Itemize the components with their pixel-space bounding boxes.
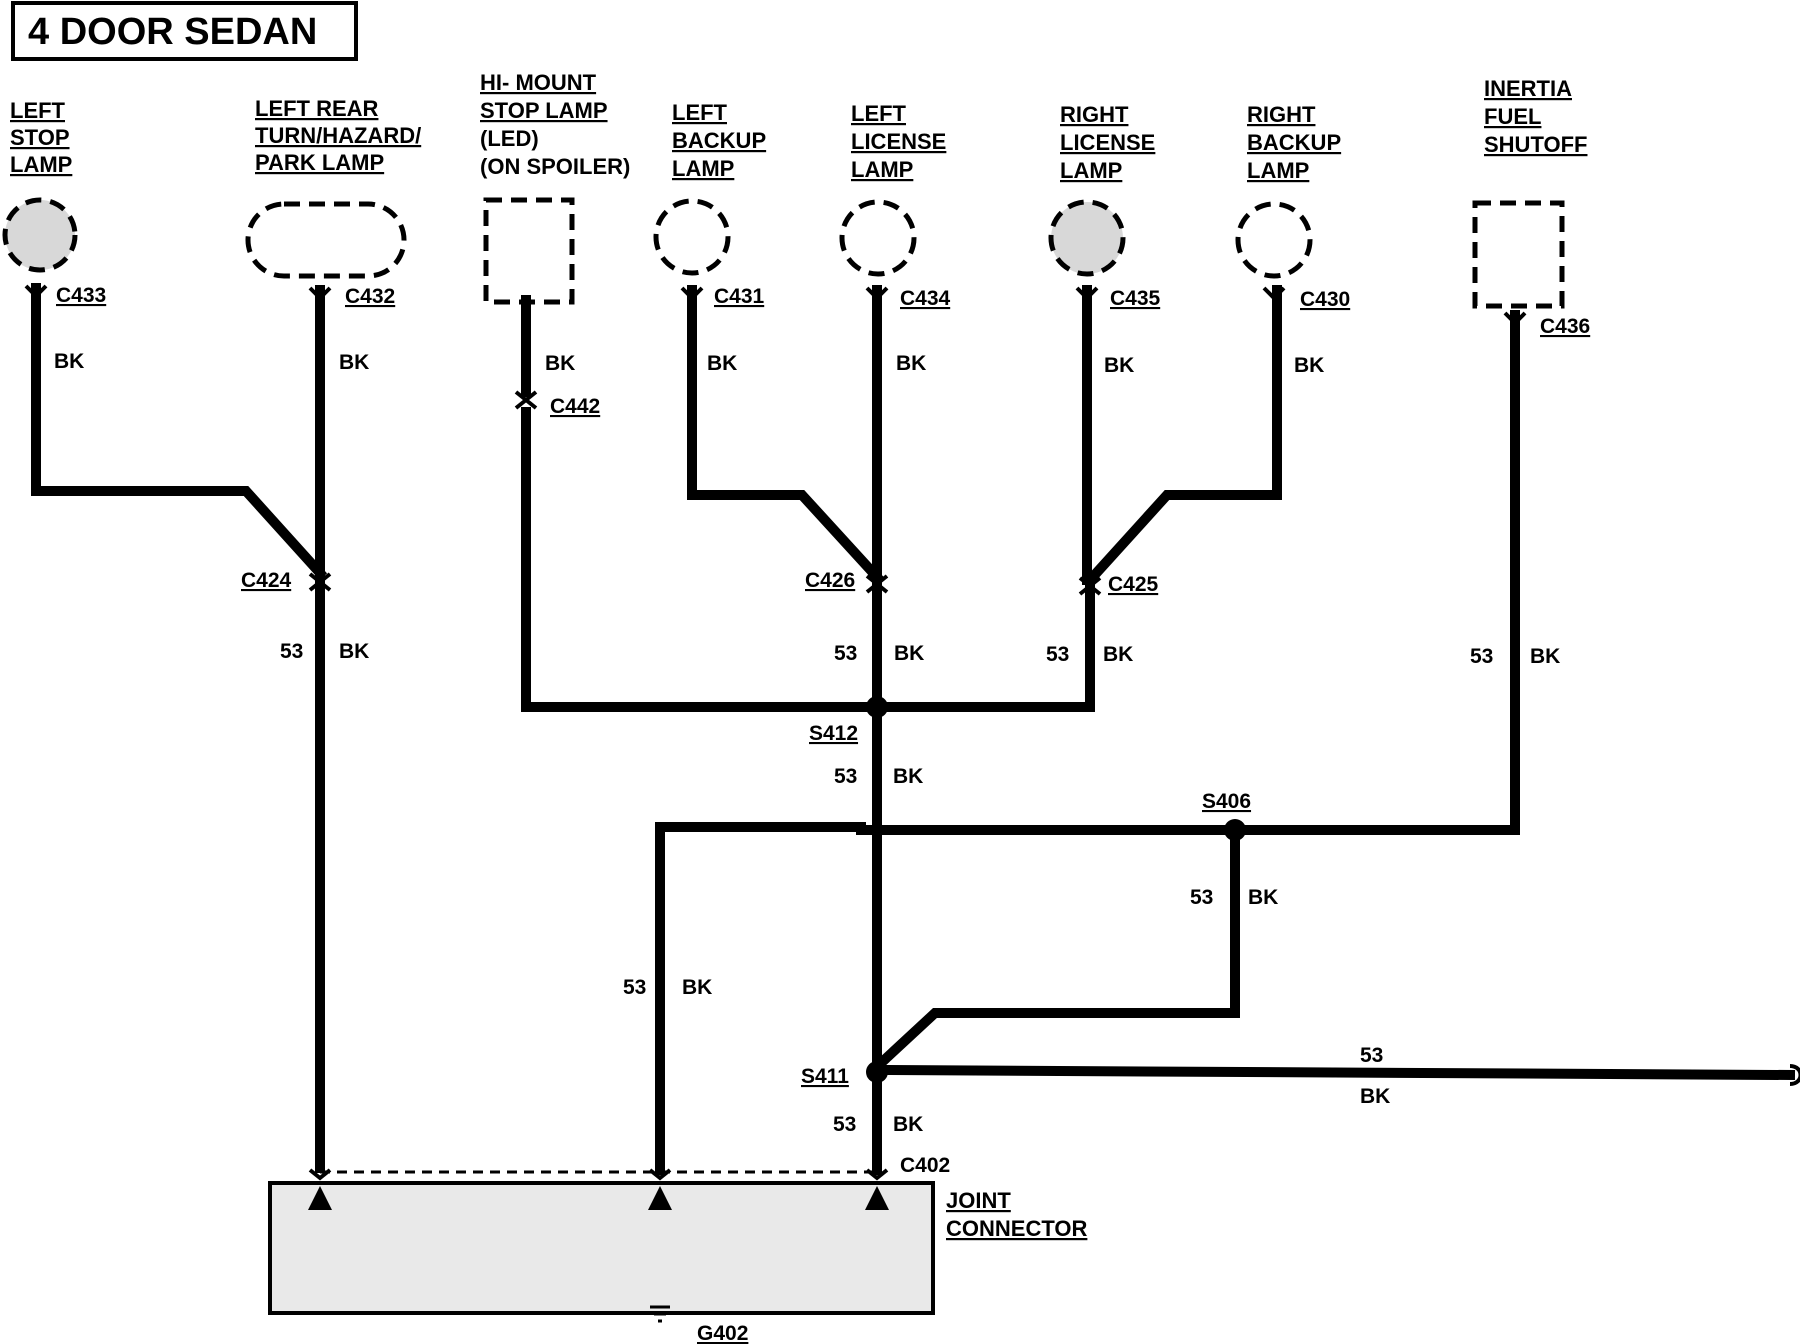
- connector-c402: C402: [900, 1154, 950, 1177]
- svg-text:BK: BK: [682, 976, 712, 999]
- right-backup-lamp-symbol: [1235, 201, 1313, 279]
- wire-break-mark: [1789, 1064, 1800, 1086]
- connector-c430: C430: [1300, 288, 1350, 311]
- svg-text:LAMP: LAMP: [1247, 158, 1309, 183]
- circuit-number-labels: 53 53 53 53 53 53 53 53 53: [280, 640, 1493, 1136]
- svg-text:LAMP: LAMP: [672, 156, 734, 181]
- ground-g402-label: G402: [697, 1322, 748, 1344]
- left-backup-lamp-label: LEFT BACKUP LAMP: [672, 100, 766, 181]
- splice-s411: [866, 1061, 888, 1083]
- ground-symbol: [650, 1305, 670, 1323]
- inertia-fuel-shutoff-symbol: [1472, 200, 1565, 309]
- svg-text:LAMP: LAMP: [10, 152, 72, 177]
- svg-text:FUEL: FUEL: [1484, 104, 1541, 129]
- svg-text:LICENSE: LICENSE: [851, 129, 946, 154]
- svg-text:LEFT REAR: LEFT REAR: [255, 96, 379, 121]
- svg-text:LEFT: LEFT: [672, 100, 728, 125]
- svg-text:TURN/HAZARD/: TURN/HAZARD/: [255, 123, 421, 148]
- connector-c431: C431: [714, 285, 765, 308]
- right-backup-lamp-label: RIGHT BACKUP LAMP: [1247, 102, 1341, 183]
- svg-text:HI- MOUNT: HI- MOUNT: [480, 70, 597, 95]
- svg-text:INERTIA: INERTIA: [1484, 76, 1572, 101]
- connector-c442: C442: [550, 395, 600, 418]
- svg-text:BK: BK: [545, 352, 575, 375]
- splice-s412: [866, 696, 888, 718]
- connector-c426: C426: [805, 569, 855, 592]
- joint-connector-label-1: JOINT: [946, 1188, 1011, 1213]
- svg-text:LAMP: LAMP: [851, 157, 913, 182]
- svg-text:BK: BK: [1294, 354, 1324, 377]
- svg-text:53: 53: [1046, 643, 1069, 666]
- joint-connector-label-2: CONNECTOR: [946, 1216, 1087, 1241]
- svg-text:RIGHT: RIGHT: [1060, 102, 1129, 127]
- title-box: [11, 1, 358, 61]
- left-rear-lamp-label: LEFT REAR TURN/HAZARD/ PARK LAMP: [255, 96, 421, 175]
- hi-mount-stop-lamp-symbol: [483, 197, 575, 305]
- svg-text:BK: BK: [896, 352, 926, 375]
- svg-text:STOP: STOP: [10, 125, 70, 150]
- svg-text:BK: BK: [339, 640, 369, 663]
- svg-text:(ON SPOILER): (ON SPOILER): [480, 154, 630, 179]
- joint-connector-pins: [308, 1186, 889, 1210]
- connector-c425: C425: [1108, 573, 1159, 596]
- splice-s411-label: S411: [801, 1065, 849, 1088]
- svg-text:STOP LAMP: STOP LAMP: [480, 98, 608, 123]
- diagram-title: 4 DOOR SEDAN: [28, 11, 317, 53]
- right-license-lamp-symbol: [1048, 199, 1126, 277]
- svg-text:53: 53: [280, 640, 303, 663]
- hi-mount-stop-lamp-label: HI- MOUNT STOP LAMP (LED) (ON SPOILER): [480, 70, 630, 179]
- connector-c434: C434: [900, 287, 951, 310]
- svg-text:LAMP: LAMP: [1060, 158, 1122, 183]
- svg-text:BK: BK: [893, 765, 923, 788]
- left-license-lamp-label: LEFT LICENSE LAMP: [851, 101, 946, 182]
- svg-text:LEFT: LEFT: [851, 101, 907, 126]
- right-license-lamp-label: RIGHT LICENSE LAMP: [1060, 102, 1155, 183]
- svg-text:PARK LAMP: PARK LAMP: [255, 150, 384, 175]
- svg-text:SHUTOFF: SHUTOFF: [1484, 132, 1587, 157]
- splice-s406: [1224, 819, 1246, 841]
- inertia-fuel-shutoff-label: INERTIA FUEL SHUTOFF: [1484, 76, 1587, 157]
- svg-text:BK: BK: [1103, 643, 1133, 666]
- svg-text:BK: BK: [1104, 354, 1134, 377]
- left-rear-lamp-symbol: [245, 201, 407, 279]
- svg-text:BK: BK: [1360, 1085, 1390, 1108]
- wire-network: [31, 283, 1796, 1305]
- svg-text:BACKUP: BACKUP: [1247, 130, 1341, 155]
- splice-s406-label: S406: [1202, 790, 1251, 813]
- left-license-lamp-symbol: [839, 199, 917, 277]
- connector-c432: C432: [345, 285, 395, 308]
- svg-text:BK: BK: [894, 642, 924, 665]
- svg-text:RIGHT: RIGHT: [1247, 102, 1316, 127]
- left-stop-lamp-symbol: [2, 197, 78, 273]
- svg-text:LICENSE: LICENSE: [1060, 130, 1155, 155]
- svg-text:BK: BK: [893, 1113, 923, 1136]
- svg-text:53: 53: [833, 1113, 856, 1136]
- svg-text:BACKUP: BACKUP: [672, 128, 766, 153]
- svg-text:53: 53: [1470, 645, 1493, 668]
- connector-c433: C433: [56, 284, 106, 307]
- connector-c435: C435: [1110, 287, 1161, 310]
- svg-text:53: 53: [1190, 886, 1213, 909]
- svg-text:53: 53: [834, 642, 857, 665]
- svg-text:(LED): (LED): [480, 126, 539, 151]
- svg-text:BK: BK: [54, 350, 84, 373]
- connector-chevrons: [24, 284, 1527, 1181]
- svg-text:LEFT: LEFT: [10, 98, 66, 123]
- left-backup-lamp-symbol: [653, 198, 731, 276]
- svg-text:BK: BK: [339, 351, 369, 374]
- svg-text:53: 53: [623, 976, 646, 999]
- svg-text:53: 53: [834, 765, 857, 788]
- svg-text:BK: BK: [1530, 645, 1560, 668]
- connector-c424: C424: [241, 569, 292, 592]
- splice-s412-label: S412: [809, 722, 858, 745]
- left-stop-lamp-label: LEFT STOP LAMP: [10, 98, 72, 177]
- svg-text:BK: BK: [1248, 886, 1278, 909]
- wire-color-labels: BK BK BK BK BK BK BK BK BK BK BK BK BK B…: [54, 350, 1560, 1136]
- svg-text:53: 53: [1360, 1044, 1383, 1067]
- connector-c436: C436: [1540, 315, 1590, 338]
- svg-text:BK: BK: [707, 352, 737, 375]
- joint-connector-body: [268, 1181, 935, 1315]
